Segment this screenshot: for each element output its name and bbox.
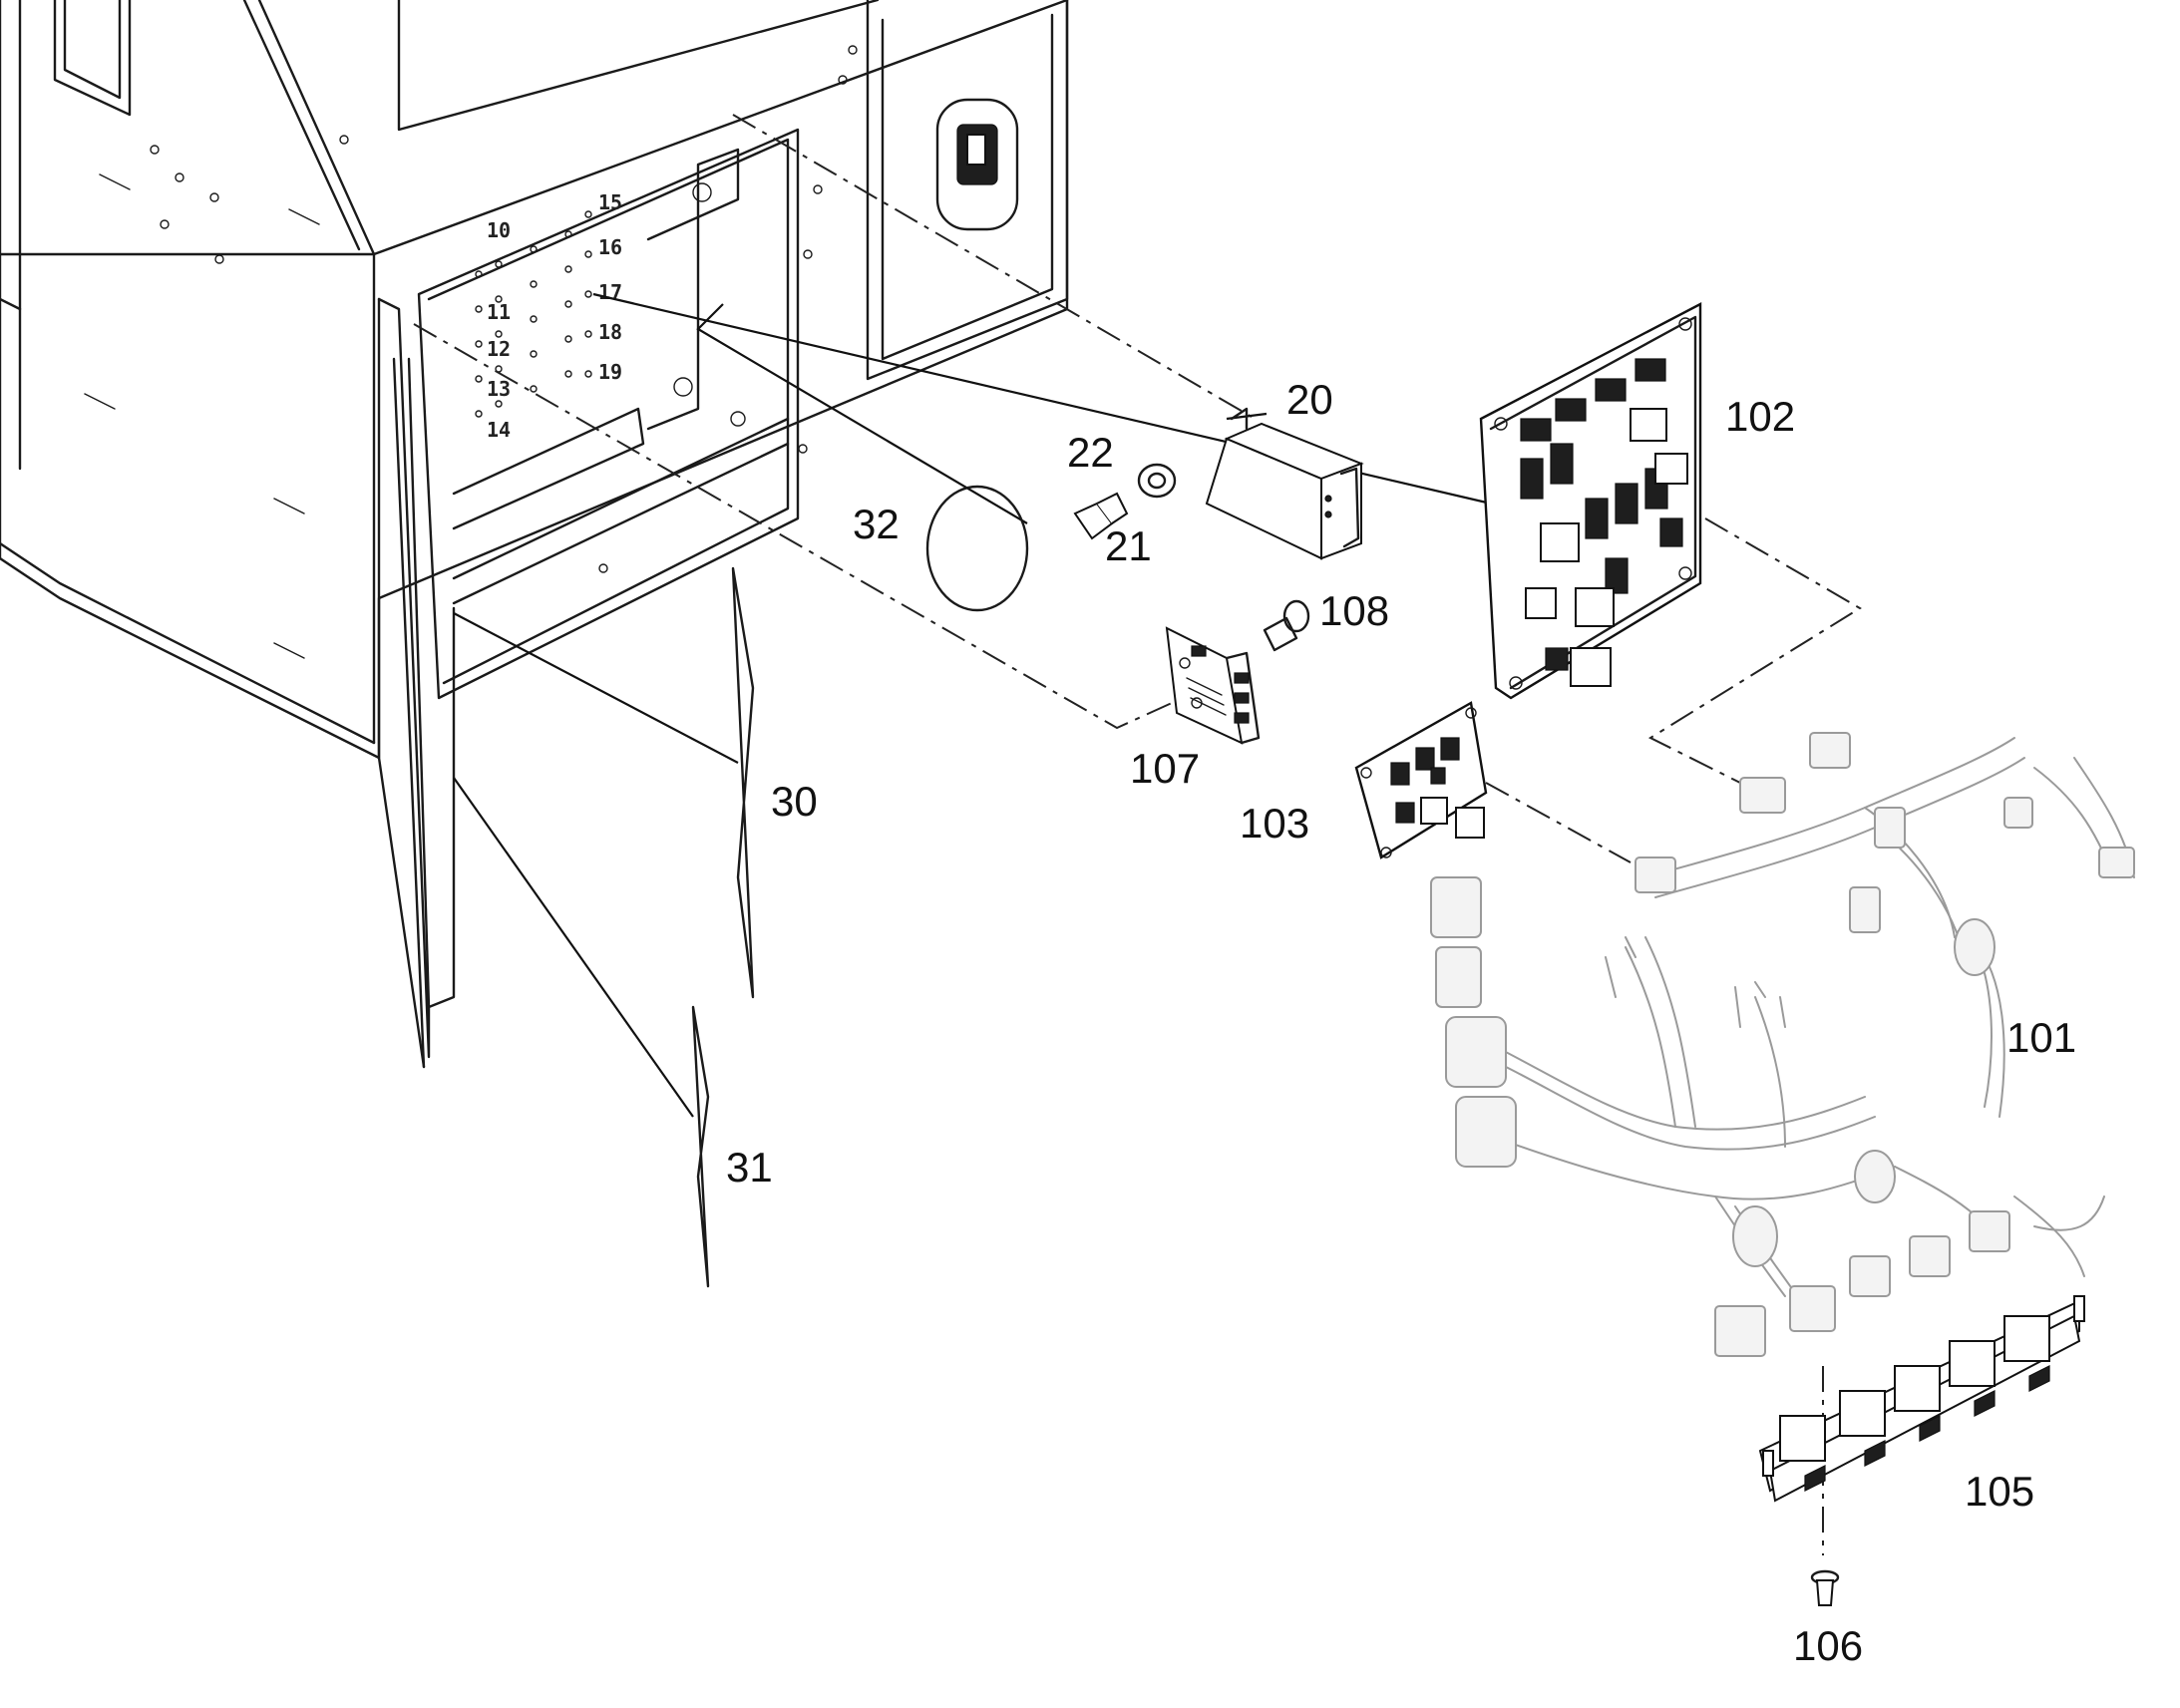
callout-20: 20 [1286, 376, 1333, 423]
callout-labels: 20 22 21 32 108 107 102 103 30 31 101 10… [726, 376, 2076, 1669]
callout-108: 108 [1319, 587, 1389, 634]
callout-101: 101 [2006, 1014, 2076, 1061]
fuse-number-12: 12 [487, 337, 511, 361]
projection-lines [413, 114, 1862, 1555]
callout-106: 106 [1793, 1622, 1863, 1669]
fuse-number-11: 11 [487, 300, 511, 324]
relay-box-20 [1205, 407, 1364, 560]
callout-30: 30 [771, 778, 818, 825]
callout-107: 107 [1130, 745, 1200, 792]
wiring-harness-101 [1430, 732, 2135, 1357]
gasket-30 [731, 566, 755, 999]
fuse-number-14: 14 [487, 418, 511, 442]
callout-21: 21 [1105, 522, 1152, 569]
screw-106 [1810, 1569, 1840, 1606]
callout-22: 22 [1067, 429, 1114, 476]
control-board-103 [1354, 701, 1488, 859]
callout-102: 102 [1725, 393, 1795, 440]
terminal-strip-105 [1758, 1295, 2085, 1503]
gasket-31 [691, 1005, 710, 1288]
callout-105: 105 [1965, 1468, 2034, 1515]
fuse-number-18: 18 [598, 320, 622, 344]
callout-31: 31 [726, 1144, 773, 1191]
fuse-number-16: 16 [598, 235, 622, 259]
fuse-number-13: 13 [487, 377, 511, 401]
fuse-number-10: 10 [487, 218, 511, 242]
callout-103: 103 [1240, 800, 1309, 847]
fuse-number-15: 15 [598, 190, 622, 214]
circuit-board-107 [1165, 626, 1261, 745]
leader-lines [453, 292, 1492, 1118]
washer-22 [1137, 463, 1177, 499]
callout-32: 32 [853, 501, 900, 547]
fuse-holes [475, 210, 592, 418]
fastener-108 [1263, 599, 1310, 652]
screw-21 [1073, 492, 1129, 540]
control-board-102 [1479, 302, 1702, 700]
fuse-number-19: 19 [598, 360, 622, 384]
cab-holes [150, 45, 858, 573]
cab-housing: 10 11 12 13 14 15 16 17 18 19 [0, 0, 1069, 1069]
round-cover-32 [925, 485, 1029, 612]
